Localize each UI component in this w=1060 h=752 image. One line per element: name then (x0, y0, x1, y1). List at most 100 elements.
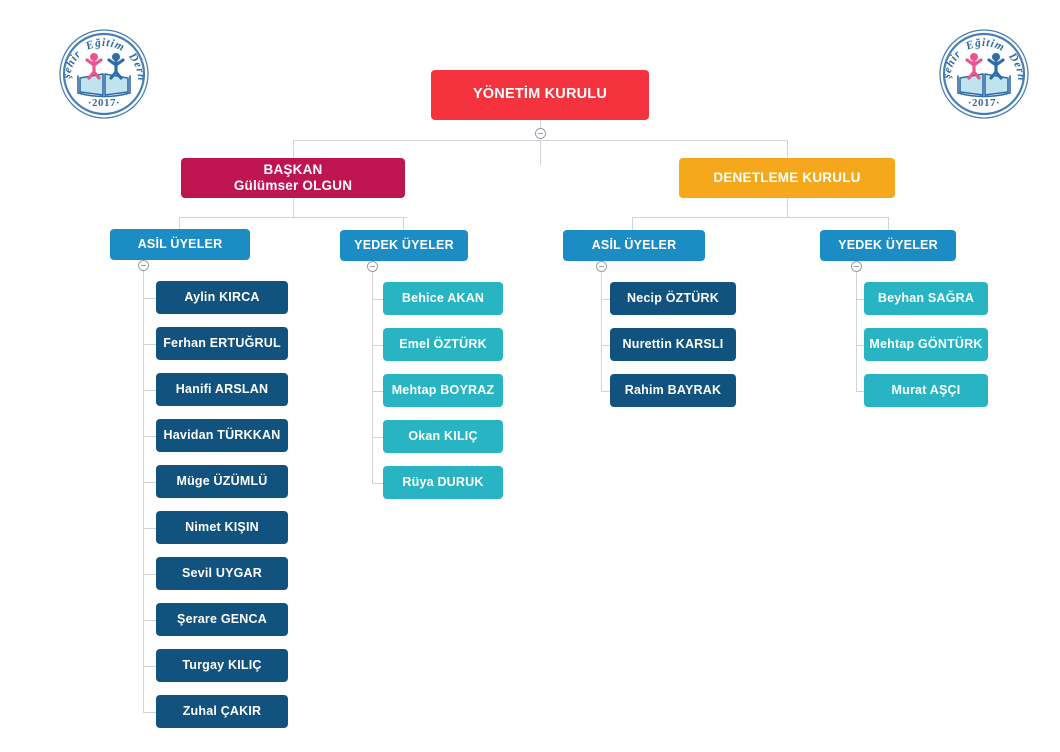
node-baskan[interactable]: BAŞKAN Gülümser OLGUN (181, 158, 405, 198)
member-node[interactable]: Müge ÜZÜMLÜ (156, 465, 288, 498)
node-yonetim-kurulu[interactable]: YÖNETİM KURULU (431, 70, 649, 120)
connector-elbow (143, 389, 156, 391)
member-node[interactable]: Aylin KIRCA (156, 281, 288, 314)
node-label: Sevil UYGAR (181, 565, 262, 580)
member-node[interactable]: Rüya DURUK (383, 466, 503, 499)
connector-elbow (601, 390, 610, 392)
connector-elbow (143, 665, 156, 667)
connector-elbow (856, 390, 864, 392)
connector-elbow (372, 344, 383, 346)
node-label: Rüya DURUK (402, 474, 484, 489)
connector-elbow (143, 711, 156, 713)
connector-elbow (856, 298, 864, 300)
connector-elbow (143, 573, 156, 575)
collapse-toggle-yk-yedek[interactable] (367, 261, 378, 272)
node-label: YÖNETİM KURULU (472, 86, 608, 103)
logo-right: Ataşehir Eğitim Derneği ·2017· (932, 22, 1036, 126)
connector-elbow (601, 344, 610, 346)
connector-elbow (143, 527, 156, 529)
node-label: Turgay KILIÇ (182, 657, 262, 672)
member-node[interactable]: Murat AŞÇI (864, 374, 988, 407)
node-label: YEDEK ÜYELER (838, 237, 938, 252)
connector-denetleme-bus (632, 217, 888, 218)
collapse-toggle-dk-asil[interactable] (596, 261, 607, 272)
node-label: Okan KILIÇ (408, 428, 478, 443)
member-node[interactable]: Şerare GENCA (156, 603, 288, 636)
svg-text:·2017·: ·2017· (968, 97, 1000, 109)
member-node[interactable]: Necip ÖZTÜRK (610, 282, 736, 315)
collapse-toggle-root[interactable] (535, 128, 546, 139)
member-node[interactable]: Beyhan SAĞRA (864, 282, 988, 315)
node-label: Mehtap BOYRAZ (391, 382, 495, 397)
member-node[interactable]: Mehtap GÖNTÜRK (864, 328, 988, 361)
node-label: Mehtap GÖNTÜRK (869, 336, 983, 351)
connector-denetleme-drop (787, 140, 788, 158)
member-node[interactable]: Nurettin KARSLI (610, 328, 736, 361)
node-header-yk-asil-uyeler[interactable]: ASİL ÜYELER (110, 229, 250, 260)
node-label: ASİL ÜYELER (591, 237, 677, 252)
member-node[interactable]: Nimet KIŞIN (156, 511, 288, 544)
member-node[interactable]: Havidan TÜRKKAN (156, 419, 288, 452)
node-label: Zuhal ÇAKIR (182, 703, 262, 718)
connector-spine (601, 267, 602, 391)
connector-denetleme-down (787, 197, 788, 217)
collapse-toggle-yk-asil[interactable] (138, 260, 149, 271)
logo-left: Ataşehir Eğitim Derneği ·2017· (52, 22, 156, 126)
node-label: Müge ÜZÜMLÜ (176, 473, 268, 488)
connector-yk-asil-drop (179, 217, 180, 229)
member-node[interactable]: Sevil UYGAR (156, 557, 288, 590)
svg-text:·2017·: ·2017· (88, 97, 120, 109)
collapse-toggle-dk-yedek[interactable] (851, 261, 862, 272)
connector-baskan-bus (179, 217, 407, 218)
node-header-dk-yedek-uyeler[interactable]: YEDEK ÜYELER (820, 230, 956, 261)
node-label: Emel ÖZTÜRK (399, 336, 487, 351)
connector-spine (372, 267, 373, 483)
member-node[interactable]: Emel ÖZTÜRK (383, 328, 503, 361)
connector-elbow (372, 390, 383, 392)
connector-baskan-drop (293, 140, 294, 158)
node-label: Beyhan SAĞRA (877, 290, 975, 305)
member-node[interactable]: Okan KILIÇ (383, 420, 503, 453)
connector-spine (143, 266, 144, 712)
node-title: BAŞKAN (263, 161, 323, 177)
connector-root-stub (540, 120, 541, 129)
member-node[interactable]: Turgay KILIÇ (156, 649, 288, 682)
member-node[interactable]: Zuhal ÇAKIR (156, 695, 288, 728)
node-label: Şerare GENCA (177, 611, 267, 626)
node-label: Behice AKAN (401, 290, 485, 305)
node-label: Hanifi ARSLAN (175, 381, 269, 396)
node-subtitle: Gülümser OLGUN (233, 178, 353, 193)
connector-dk-yedek-drop (888, 217, 889, 230)
node-header-yk-yedek-uyeler[interactable]: YEDEK ÜYELER (340, 230, 468, 261)
node-label: ASİL ÜYELER (137, 236, 223, 251)
member-node[interactable]: Rahim BAYRAK (610, 374, 736, 407)
node-label: Nurettin KARSLI (622, 336, 724, 351)
connector-elbow (372, 482, 383, 484)
node-header-dk-asil-uyeler[interactable]: ASİL ÜYELER (563, 230, 705, 261)
node-denetleme-kurulu[interactable]: DENETLEME KURULU (679, 158, 895, 198)
node-label: DENETLEME KURULU (713, 169, 861, 185)
node-label: Necip ÖZTÜRK (627, 290, 719, 305)
connector-elbow (856, 344, 864, 346)
member-node[interactable]: Mehtap BOYRAZ (383, 374, 503, 407)
connector-elbow (143, 343, 156, 345)
connector-dk-asil-drop (632, 217, 633, 230)
connector-elbow (372, 298, 383, 300)
connector-elbow (601, 298, 610, 300)
node-label: Murat AŞÇI (891, 382, 961, 397)
connector-tier2-bus (293, 140, 787, 141)
connector-yk-yedek-drop (403, 217, 404, 230)
connector-spine (856, 267, 857, 391)
connector-elbow (143, 619, 156, 621)
node-label: Havidan TÜRKKAN (163, 427, 281, 442)
connector-elbow (372, 436, 383, 438)
node-label: Ferhan ERTUĞRUL (163, 335, 281, 350)
node-label: YEDEK ÜYELER (354, 237, 454, 252)
connector-elbow (143, 297, 156, 299)
member-node[interactable]: Ferhan ERTUĞRUL (156, 327, 288, 360)
member-node[interactable]: Behice AKAN (383, 282, 503, 315)
connector-root-down (540, 140, 541, 165)
node-label: Aylin KIRCA (184, 289, 260, 304)
member-node[interactable]: Hanifi ARSLAN (156, 373, 288, 406)
